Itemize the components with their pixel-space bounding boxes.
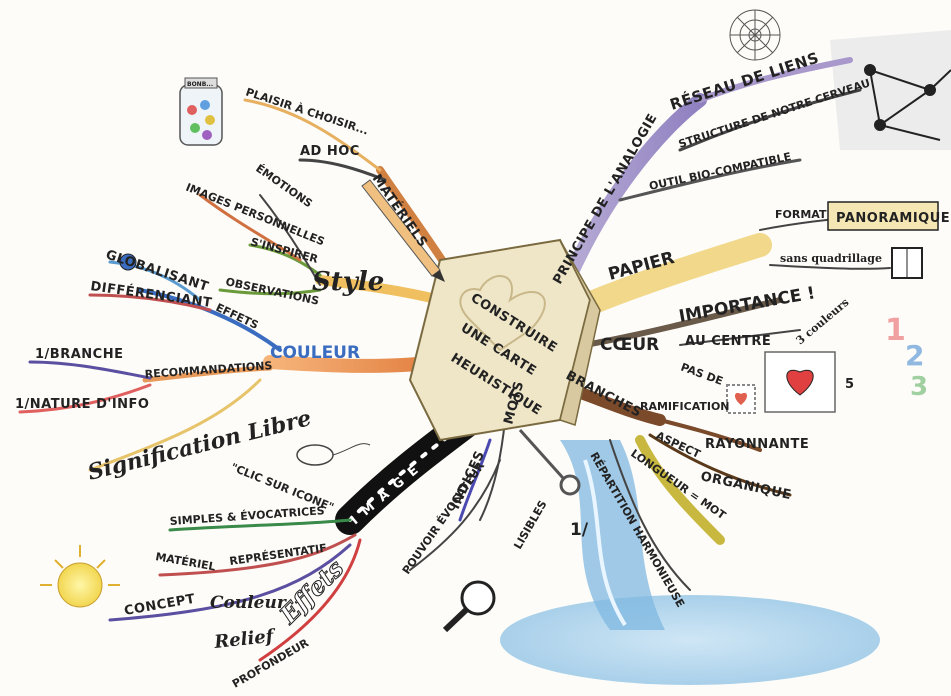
label-couleur2: Couleur [210, 593, 287, 613]
label-ramification: RAMIFICATION [640, 400, 730, 413]
mouse-icon [297, 444, 370, 465]
label-couleur: COULEUR [270, 343, 360, 363]
label-organique: ORGANIQUE [699, 469, 793, 503]
svg-text:2: 2 [905, 339, 924, 372]
label-emotions: ÉMOTIONS [253, 162, 314, 210]
label-coeur: CŒUR [600, 335, 659, 355]
panoramique-label: PANORAMIQUE [836, 211, 950, 226]
spider-web-icon [730, 10, 780, 60]
svg-text:3: 3 [910, 372, 928, 402]
label-outil: OUTIL BIO-COMPATIBLE [648, 150, 792, 193]
svg-text:1: 1 [885, 313, 906, 348]
label-rayonnante: RAYONNANTE [705, 437, 809, 452]
label-sans-quadrillage: sans quadrillage [780, 252, 882, 265]
panoramic-frame: PANORAMIQUE [828, 202, 950, 230]
label-recommandations: RECOMMANDATIONS [144, 359, 273, 381]
label-signification: Signification Libre [85, 405, 314, 486]
branch-branche [30, 362, 150, 378]
label-style: Style [312, 267, 384, 297]
magnifier-icon [445, 582, 494, 630]
label-importance: IMPORTANCE ! [677, 283, 816, 327]
grid-box-icon [892, 248, 922, 278]
label-materiel: MATÉRIEL [154, 550, 216, 573]
branch-sans-quad [770, 265, 890, 269]
water-pool [500, 595, 880, 685]
label-nature: 1/NATURE D'INFO [15, 397, 150, 412]
jar-label: BONB... [187, 81, 213, 88]
label-branche: 1/BRANCHE [35, 347, 123, 362]
lightbulb-icon [40, 545, 120, 607]
key-icon [520, 430, 579, 494]
label-format: FORMAT [775, 208, 827, 221]
label-materiels: MATÉRIELS [369, 171, 431, 250]
label-aspect: ASPECT [654, 429, 703, 461]
candy-jar: BONB... [180, 78, 222, 145]
numbers-decoration: 1 2 3 [885, 313, 928, 402]
label-plaisir: PLAISIR À CHOISIR... [244, 85, 370, 137]
label-ad-hoc: AD HOC [300, 144, 360, 159]
label-lisibles: LISIBLES [511, 498, 549, 551]
heart-diagram: 5 [765, 352, 855, 412]
stamp-icon [727, 385, 755, 413]
label-au-centre: AU CENTRE [685, 334, 771, 349]
label-relief: Relief [212, 626, 277, 654]
label-pas-de: PAS DE [679, 361, 725, 388]
label-un: 1/ [570, 520, 589, 540]
size-label: 5 [845, 377, 855, 392]
